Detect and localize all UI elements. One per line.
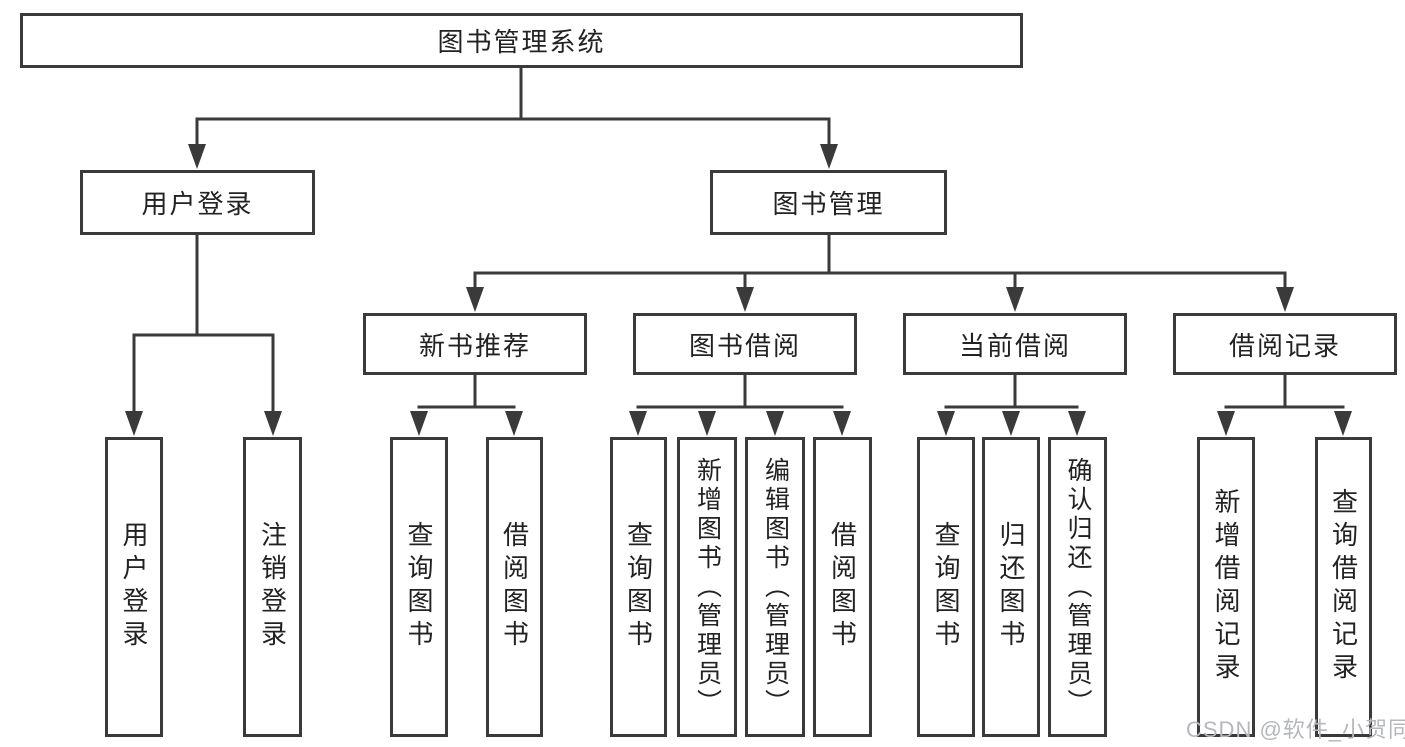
- leaf-borrow-books-label: 借阅图书: [827, 521, 858, 653]
- leaf-query-books-recommend-label: 查询图书: [404, 521, 434, 653]
- leaf-add-books-admin: 新增图书（管理员）: [677, 437, 737, 737]
- leaf-confirm-return-admin-label: 确认归还（管理员）: [1064, 456, 1092, 718]
- leaf-edit-books-admin-label: 编辑图书（管理员）: [761, 456, 790, 718]
- leaf-borrow-books: 借阅图书: [813, 437, 872, 737]
- leaf-query-borrow-record-label: 查询借阅记录: [1328, 488, 1359, 686]
- leaf-logout-label: 注销登录: [257, 521, 288, 653]
- node-borrow-records: 借阅记录: [1173, 313, 1397, 375]
- connector-root-split: [188, 66, 838, 169]
- connector-book-borrow-split: [629, 373, 851, 436]
- csdn-watermark: CSDN @软件_小贺同学: [1186, 717, 1405, 742]
- node-current-borrow: 当前借阅: [903, 313, 1127, 375]
- node-root-system: 图书管理系统: [20, 13, 1023, 68]
- connector-current-borrow-split: [937, 373, 1086, 436]
- node-book-borrow: 图书借阅: [633, 313, 857, 375]
- leaf-user-login-label: 用户登录: [119, 521, 149, 653]
- leaf-logout: 注销登录: [243, 437, 302, 737]
- leaf-add-borrow-record-label: 新增借阅记录: [1211, 488, 1241, 686]
- leaf-query-books-borrow: 查询图书: [610, 437, 667, 737]
- connector-book-management-split: [466, 233, 1294, 312]
- node-book-borrow-label: 图书借阅: [688, 330, 801, 361]
- node-current-borrow-label: 当前借阅: [958, 330, 1071, 361]
- connector-new-book-split: [410, 373, 523, 436]
- leaf-user-login: 用户登录: [105, 437, 163, 737]
- connector-user-login-split: [125, 233, 282, 436]
- leaf-query-books-current-label: 查询图书: [931, 521, 961, 653]
- leaf-query-borrow-record: 查询借阅记录: [1315, 437, 1372, 737]
- leaf-query-books-recommend: 查询图书: [390, 437, 448, 737]
- leaf-confirm-return-admin: 确认归还（管理员）: [1048, 437, 1107, 737]
- leaf-add-borrow-record: 新增借阅记录: [1197, 437, 1255, 737]
- leaf-return-books: 归还图书: [982, 437, 1040, 737]
- leaf-add-books-admin-label: 新增图书（管理员）: [693, 456, 722, 718]
- leaf-edit-books-admin: 编辑图书（管理员）: [745, 437, 805, 737]
- leaf-query-books-borrow-label: 查询图书: [623, 521, 654, 653]
- node-root-label: 图书管理系统: [437, 27, 606, 57]
- node-user-login-label: 用户登录: [141, 189, 254, 219]
- node-user-login: 用户登录: [80, 170, 315, 235]
- leaf-borrow-books-recommend-label: 借阅图书: [499, 521, 530, 653]
- connector-borrow-records-split: [1217, 373, 1352, 436]
- node-new-book-recommend: 新书推荐: [363, 313, 587, 375]
- node-borrow-records-label: 借阅记录: [1228, 330, 1341, 361]
- node-book-management: 图书管理: [710, 170, 947, 235]
- node-book-management-label: 图书管理: [772, 189, 885, 219]
- leaf-return-books-label: 归还图书: [996, 521, 1026, 653]
- leaf-borrow-books-recommend: 借阅图书: [486, 437, 543, 737]
- node-new-book-recommend-label: 新书推荐: [418, 330, 531, 361]
- leaf-query-books-current: 查询图书: [917, 437, 975, 737]
